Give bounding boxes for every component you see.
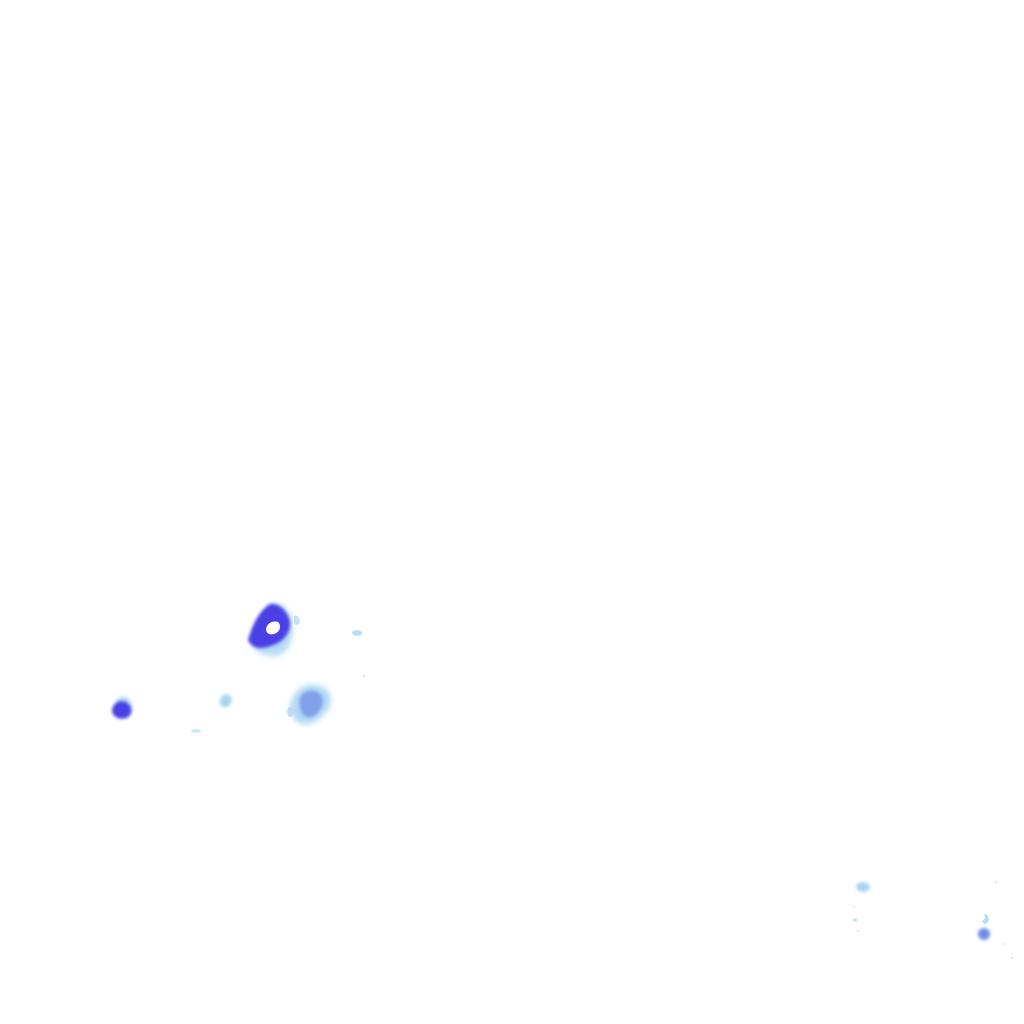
precip-cells-bottom-right [853,880,1014,960]
precip-cell-center [287,684,331,725]
precip-specks-upper [352,630,366,677]
precip-cell-mid-small [191,694,232,733]
precip-cell-left [112,696,133,719]
precip-cell-main [248,603,300,656]
